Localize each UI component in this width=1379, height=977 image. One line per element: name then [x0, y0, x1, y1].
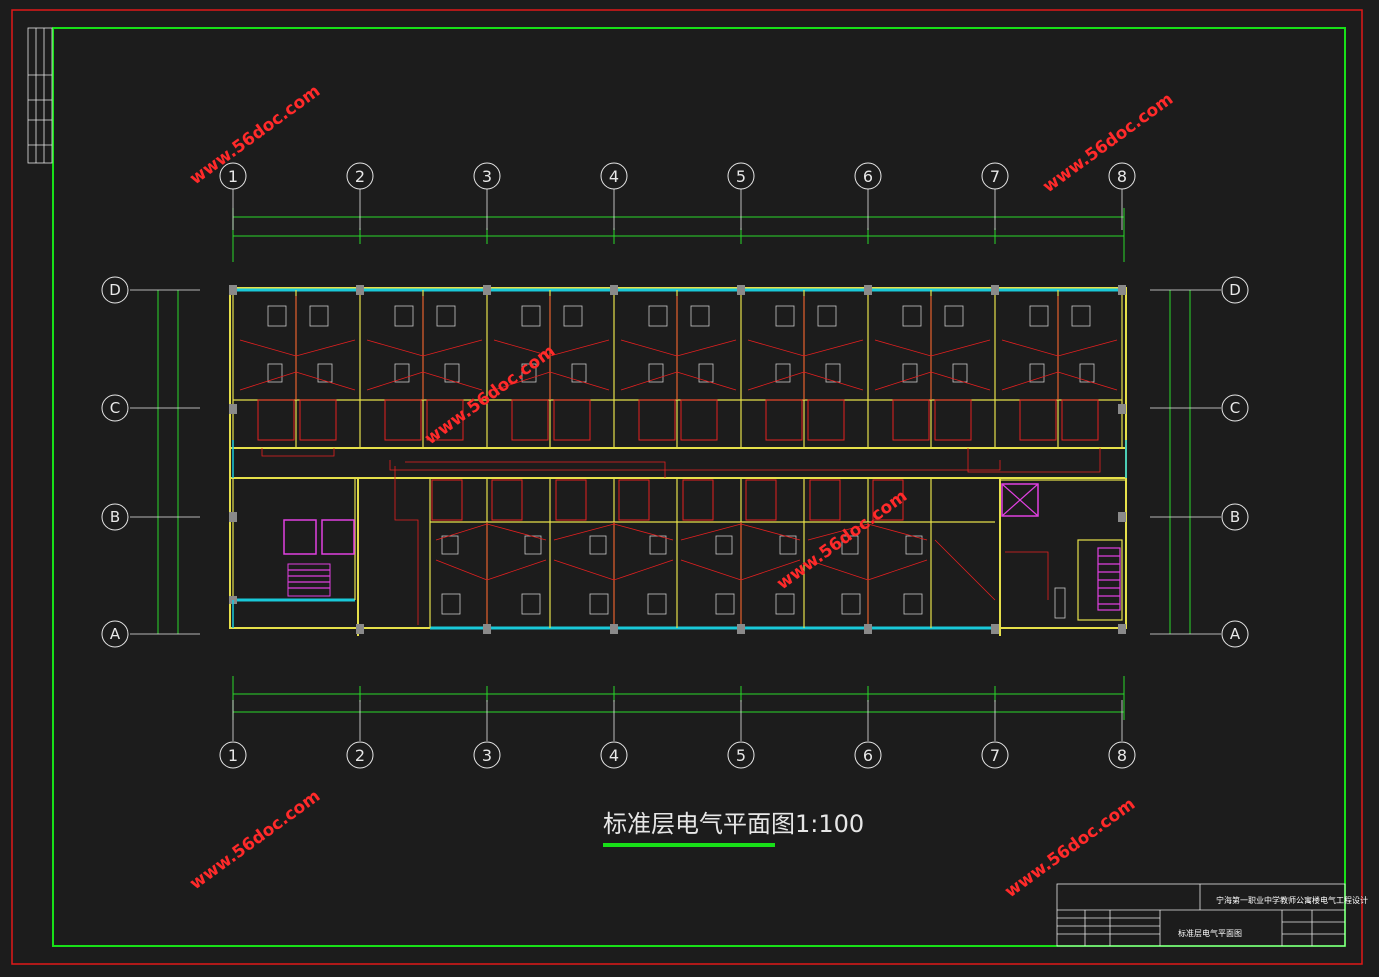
grid-label-left-c: C [110, 399, 120, 417]
grid-label-bottom-5: 5 [736, 746, 746, 765]
grid-bubble-top-5 [727, 162, 755, 190]
grid-bubbles-left [101, 276, 129, 648]
grid-bubble-top-8 [1108, 162, 1136, 190]
outer-sheet-border [11, 9, 1363, 965]
drawing-title: 标准层电气平面图1:100 [603, 810, 864, 838]
grid-label-bottom-2: 2 [355, 746, 365, 765]
grid-label-top-4: 4 [609, 167, 619, 186]
watermark-6: www.56doc.com [1001, 794, 1139, 902]
bottom-dimension-lines [232, 676, 1125, 720]
grid-label-top-6: 6 [863, 167, 873, 186]
grid-label-top-2: 2 [355, 167, 365, 186]
grid-bubble-top-4 [600, 162, 628, 190]
grid-leader-lines [130, 189, 1221, 741]
watermarks: www.56doc.com www.56doc.com www.56doc.co… [186, 81, 1177, 902]
north-wiring [239, 296, 1118, 473]
grid-label-top-5: 5 [736, 167, 746, 186]
grid-bubbles-top [219, 162, 1136, 190]
south-furniture [441, 535, 923, 615]
grid-labels-bottom: 1 2 3 4 5 6 7 8 [228, 746, 1127, 765]
window-markers [232, 440, 1127, 628]
grid-label-top-7: 7 [990, 167, 1000, 186]
grid-bubble-top-1 [219, 162, 247, 190]
grid-label-right-d: D [1229, 281, 1241, 299]
grid-bubble-top-6 [854, 162, 882, 190]
title-block-project: 宁海第一职业中学教师公寓楼电气工程设计 [1216, 895, 1368, 905]
grid-label-bottom-8: 8 [1117, 746, 1127, 765]
north-bathrooms [257, 399, 1099, 441]
grid-label-bottom-6: 6 [863, 746, 873, 765]
south-bathrooms [431, 479, 904, 521]
grid-label-right-a: A [1230, 625, 1241, 643]
watermark-3: www.56doc.com [421, 341, 559, 449]
grid-label-left-a: A [110, 625, 121, 643]
grid-bubble-top-7 [981, 162, 1009, 190]
grid-label-left-b: B [110, 508, 120, 526]
grid-labels-left: D C B A [109, 281, 121, 643]
building-outline [229, 287, 1127, 636]
watermark-1: www.56doc.com [186, 81, 324, 189]
title-block [1056, 883, 1346, 947]
top-dimension-lines [232, 208, 1125, 262]
grid-bubbles-right [1221, 276, 1249, 648]
structural-columns [229, 285, 1126, 634]
grid-labels-right: D C B A [1229, 281, 1241, 643]
east-core [999, 479, 1127, 629]
grid-label-bottom-3: 3 [482, 746, 492, 765]
grid-label-right-c: C [1230, 399, 1240, 417]
grid-label-right-b: B [1230, 508, 1240, 526]
grid-bubble-top-2 [346, 162, 374, 190]
grid-label-top-1: 1 [228, 167, 238, 186]
watermark-4: www.56doc.com [773, 486, 911, 594]
inner-drawing-frame [52, 27, 1346, 947]
side-dimension-lines [157, 290, 1191, 634]
north-furniture [267, 305, 1095, 383]
west-core [232, 478, 356, 600]
watermark-2: www.56doc.com [1039, 89, 1177, 197]
grid-label-bottom-7: 7 [990, 746, 1000, 765]
grid-labels-top: 1 2 3 4 5 6 7 8 [228, 167, 1127, 186]
grid-bubbles-bottom [219, 741, 1136, 769]
drawing-title-underline [603, 843, 775, 847]
watermark-5: www.56doc.com [186, 786, 324, 894]
grid-label-bottom-1: 1 [228, 746, 238, 765]
grid-bubble-top-3 [473, 162, 501, 190]
grid-label-left-d: D [109, 281, 121, 299]
binding-strip [27, 27, 53, 164]
grid-label-bottom-4: 4 [609, 746, 619, 765]
title-block-sheet-name: 标准层电气平面图 [1178, 928, 1242, 938]
south-wiring [394, 461, 996, 628]
grid-label-top-8: 8 [1117, 167, 1127, 186]
north-room-row [232, 290, 1123, 448]
grid-label-top-3: 3 [482, 167, 492, 186]
